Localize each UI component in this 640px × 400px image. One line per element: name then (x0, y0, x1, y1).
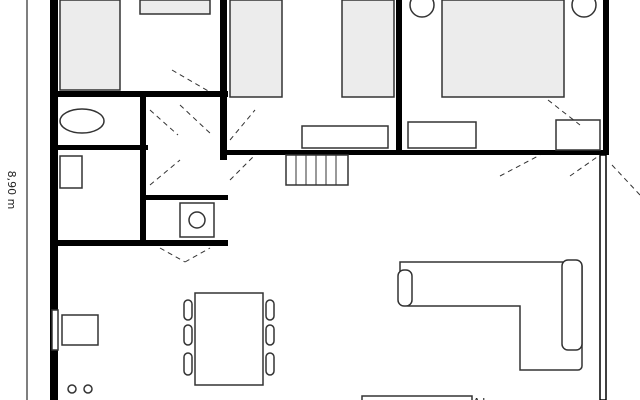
window (51, 309, 59, 351)
nightstand-left (409, 0, 435, 18)
wardrobe-left (59, 0, 121, 91)
bed-single-2 (341, 0, 395, 98)
double-bed (441, 0, 565, 98)
dimension-label: 8,90 m (5, 171, 18, 210)
nightstand-right (571, 0, 597, 18)
toilet (59, 108, 105, 134)
bed-left (139, 0, 211, 15)
stove-burner (83, 384, 93, 394)
dresser (407, 121, 477, 149)
corner-sofa (399, 261, 583, 371)
tv-stand (361, 395, 473, 400)
door-swings (149, 69, 640, 263)
kitchen-sink (61, 314, 99, 346)
tv-label: TV (472, 395, 488, 400)
dining-chairs (183, 299, 275, 376)
stairs (285, 154, 349, 186)
electric-panel (555, 119, 601, 151)
bed-single-1 (229, 0, 283, 98)
sink (59, 155, 83, 189)
desk (301, 125, 389, 149)
stove-burner (67, 384, 77, 394)
furniture (51, 0, 601, 400)
walls (50, 0, 609, 400)
dining-table (194, 292, 264, 386)
